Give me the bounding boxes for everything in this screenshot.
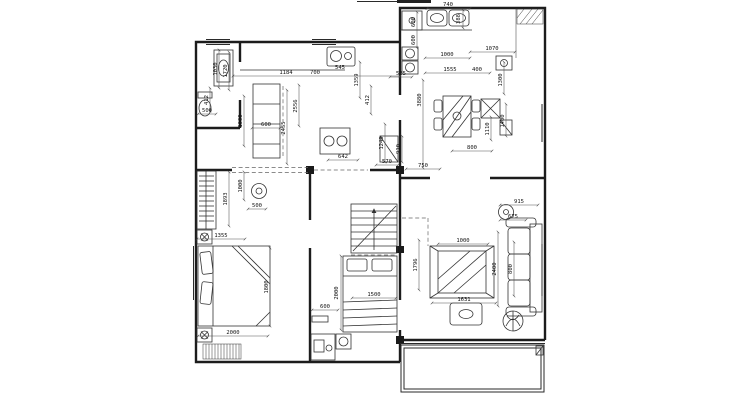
dining-set-symbol: [433, 95, 481, 138]
sofa-symbol: [505, 217, 543, 317]
dim-label: 740: [443, 2, 453, 8]
dim-label: 1500: [367, 292, 380, 298]
dim-label: 1893: [223, 192, 229, 205]
base-cabinet-symbol: [379, 135, 399, 163]
dim-label: 1796: [413, 258, 419, 271]
dim-label: 600: [411, 35, 417, 45]
kitchen-sink-symbol: [326, 46, 356, 67]
dim-label: 600: [261, 122, 271, 128]
balcony-corner-hatch: [535, 345, 544, 356]
dim-label: 700: [310, 70, 320, 76]
second-bed-symbol: [342, 255, 398, 333]
kitchen-fixtures: [240, 46, 399, 163]
dim-label: 1800: [264, 280, 270, 293]
dim-label: 642: [338, 154, 348, 160]
dim-label: 2400: [492, 262, 498, 275]
refrigerator-symbol: [480, 98, 501, 119]
dim-label: 675: [508, 214, 518, 220]
dim-label: 1000: [440, 52, 453, 58]
dim-label: 2556: [293, 99, 299, 112]
bedside-lamp-symbol: [335, 333, 352, 350]
utility-fixtures: [400, 9, 513, 136]
dim-label: 1300: [498, 73, 504, 86]
dim-label: 1359: [354, 73, 360, 86]
tv-feature-wall-symbol: [429, 245, 495, 299]
structural-columns: [306, 166, 404, 344]
cooktop-symbol: [319, 127, 351, 155]
dim-label: 1000: [238, 114, 244, 127]
dim-label: 400: [472, 67, 482, 73]
dim-label: 500: [252, 203, 262, 209]
dim-label: 1184: [279, 70, 293, 76]
dim-label: 1000: [238, 179, 244, 192]
dim-label: 1240: [379, 136, 385, 149]
dim-label: 1030: [213, 62, 219, 75]
desk-symbol: [310, 333, 336, 361]
bathroom-fixtures: [197, 49, 234, 117]
dim-label: 2000: [226, 330, 239, 336]
bottom-balcony: [400, 344, 545, 393]
dim-label: 750: [418, 163, 428, 169]
tv-second-symbol: [311, 315, 329, 323]
sheet-edge-artifact: [357, 0, 431, 3]
dimension-labels: 740 388 600 600 1000 1070 1555 400 1300 …: [202, 2, 524, 336]
dim-label: 1631: [457, 297, 470, 303]
dim-label: 600: [411, 17, 417, 27]
staircase-symbol: [350, 203, 398, 254]
dim-label: 800: [508, 264, 514, 274]
dim-label: 1070: [485, 46, 498, 52]
dim-label: 1720: [223, 64, 229, 77]
bedroom-rug-hatch: [202, 343, 242, 360]
opening-dashes: [232, 86, 429, 256]
nightstand-bottom-symbol: [196, 327, 213, 343]
dim-label: 570: [382, 159, 392, 165]
walls: [194, 6, 547, 364]
dryer-symbol: [401, 60, 419, 75]
stool-symbol: [251, 183, 267, 199]
dim-label: 600: [320, 304, 330, 310]
washing-machine-symbol: [401, 46, 419, 61]
dim-label: 500: [202, 108, 212, 114]
coffee-table-symbol: [449, 302, 483, 326]
dim-label: 800: [467, 145, 477, 151]
dim-label: 915: [514, 199, 524, 205]
dimension-lines: [195, 7, 540, 338]
top-balcony-hatch: [515, 8, 544, 58]
dim-label: 535: [396, 71, 406, 77]
dim-label: 1110: [485, 122, 491, 135]
dim-label: 3880: [417, 93, 423, 106]
plant-symbol: [502, 310, 524, 332]
dim-label: 1355: [214, 233, 227, 239]
nightstand-top-symbol: [196, 229, 213, 245]
dim-label: 1400: [500, 114, 506, 127]
dim-label: 2000: [334, 286, 340, 299]
dim-label: 388: [456, 14, 462, 24]
wardrobe-symbol: [196, 170, 217, 230]
dim-label: 2455: [281, 121, 287, 134]
basin-left-symbol: [426, 9, 448, 27]
dim-label: 1555: [443, 67, 456, 73]
dim-label: 910: [396, 144, 402, 154]
dim-label: 412: [204, 95, 210, 105]
dim-label: 1000: [456, 238, 469, 244]
basin-right-symbol: [448, 9, 470, 27]
dim-label: 412: [365, 95, 371, 105]
dim-label: 545: [335, 65, 345, 71]
master-bed-symbol: [197, 245, 271, 327]
tall-cabinet-symbol: [252, 83, 281, 159]
